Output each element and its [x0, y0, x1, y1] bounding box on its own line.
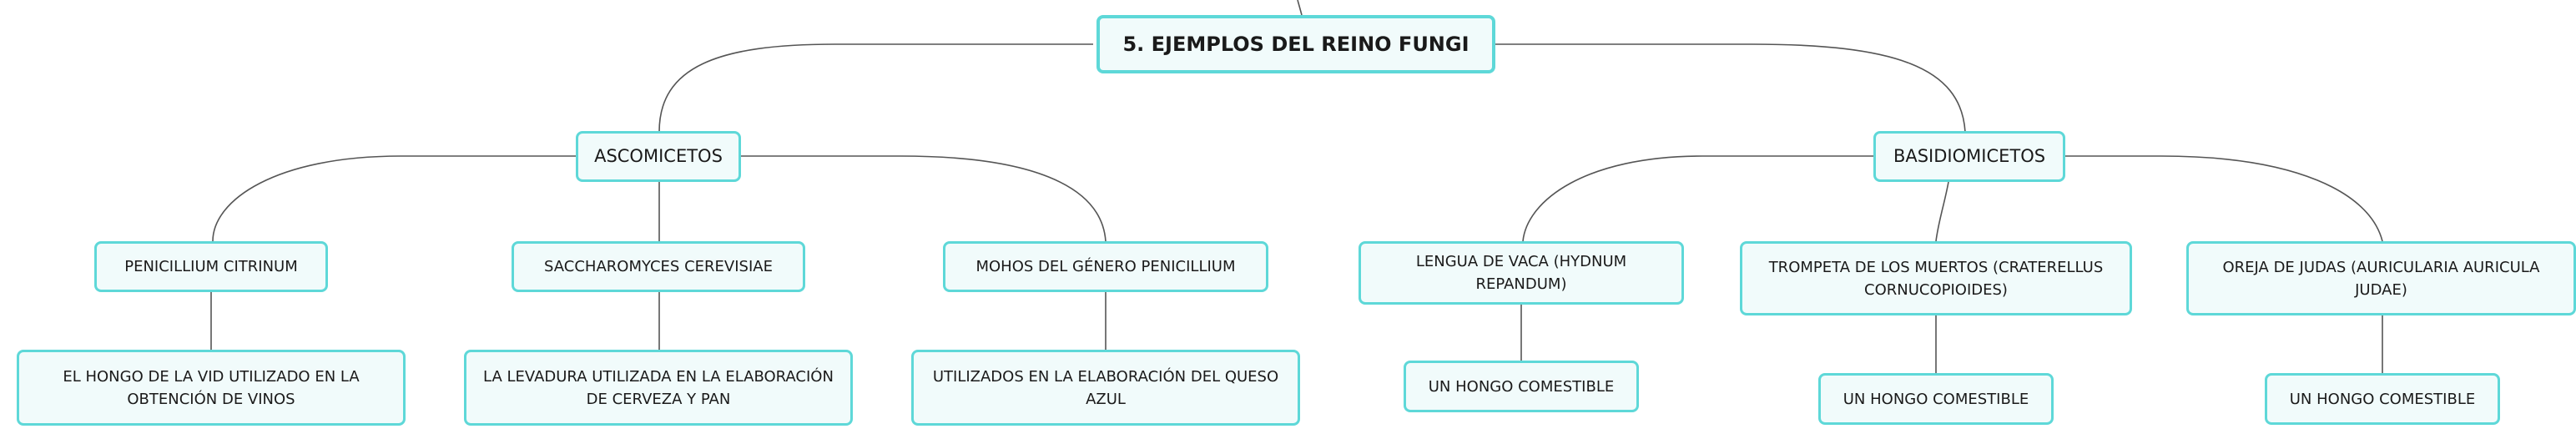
detail-lengua-de-vaca[interactable]: UN HONGO COMESTIBLE: [1404, 361, 1639, 412]
connector-asco-mohos: [741, 155, 1107, 242]
detail-trompeta-de-los-muertos[interactable]: UN HONGO COMESTIBLE: [1818, 373, 2054, 425]
topic-lengua-de-vaca[interactable]: LENGUA DE VACA (HYDNUM REPANDUM): [1359, 241, 1684, 305]
detail-oreja-de-judas[interactable]: UN HONGO COMESTIBLE: [2265, 373, 2500, 425]
branch-ascomicetos[interactable]: ASCOMICETOS: [576, 131, 741, 182]
topic-mohos-penicillium[interactable]: MOHOS DEL GÉNERO PENICILLIUM: [943, 241, 1268, 292]
connector-root-ascomicetos: [658, 43, 1093, 133]
connector-asco-penicillium: [212, 155, 576, 242]
connector-root-basidiomicetos: [1495, 43, 1966, 133]
connector-basidio-lengua: [1522, 155, 1873, 242]
topic-trompeta-de-los-muertos[interactable]: TROMPETA DE LOS MUERTOS (CRATERELLUS COR…: [1740, 241, 2132, 315]
detail-mohos-penicillium[interactable]: UTILIZADOS EN LA ELABORACIÓN DEL QUESO A…: [911, 350, 1300, 426]
connector-root-parent: [1297, 0, 1303, 16]
connector-basidio-oreja: [2061, 155, 2383, 242]
detail-saccharomyces-cerevisiae[interactable]: LA LEVADURA UTILIZADA EN LA ELABORACIÓN …: [464, 350, 853, 426]
connector-basidio-trompeta: [1935, 181, 1949, 242]
topic-penicillium-citrinum[interactable]: PENICILLIUM CITRINUM: [94, 241, 328, 292]
detail-penicillium-citrinum[interactable]: EL HONGO DE LA VID UTILIZADO EN LA OBTEN…: [17, 350, 406, 426]
root-topic[interactable]: 5. EJEMPLOS DEL REINO FUNGI: [1096, 15, 1495, 73]
branch-basidiomicetos[interactable]: BASIDIOMICETOS: [1873, 131, 2065, 182]
topic-saccharomyces-cerevisiae[interactable]: SACCHAROMYCES CEREVISIAE: [512, 241, 805, 292]
topic-oreja-de-judas[interactable]: OREJA DE JUDAS (AURICULARIA AURICULA JUD…: [2186, 241, 2576, 315]
